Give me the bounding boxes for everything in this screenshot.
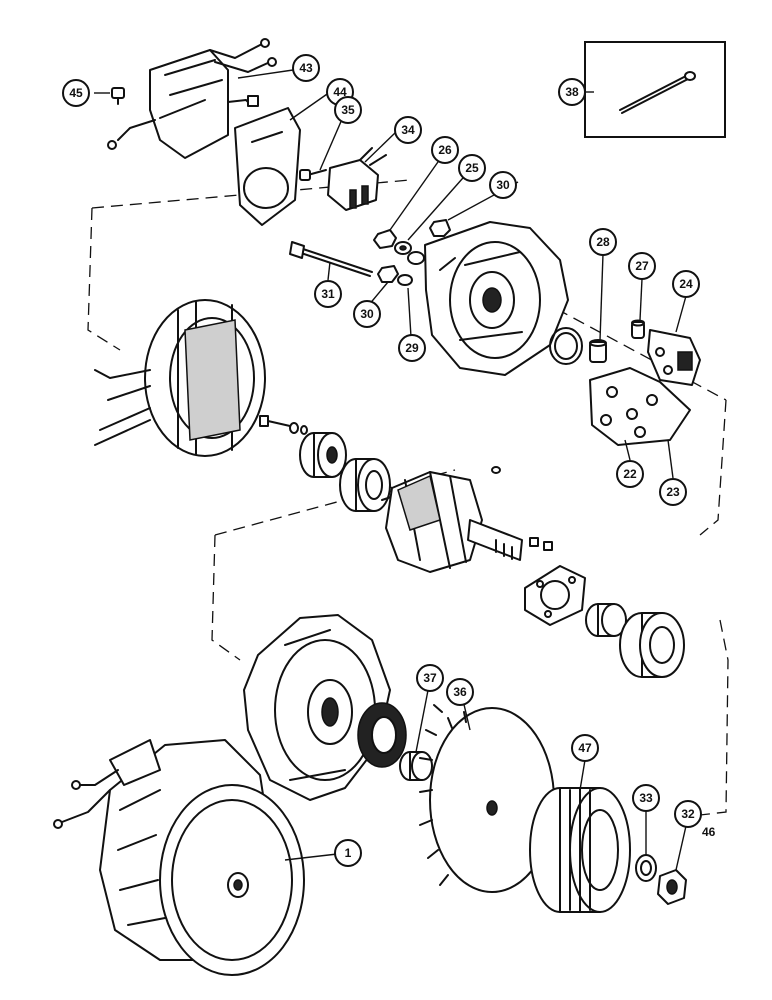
front-bearing-part — [619, 612, 685, 678]
callout-1: 1 — [334, 839, 362, 867]
svg-text:22: 22 — [623, 467, 637, 481]
inset-box — [584, 41, 726, 138]
stator-part — [94, 299, 266, 457]
svg-text:33: 33 — [639, 791, 653, 805]
callout-34: 36 — [446, 678, 474, 706]
cotter-pin-part — [619, 71, 696, 114]
nut-26-part — [373, 229, 397, 249]
svg-text:47: 47 — [578, 741, 592, 755]
callout-37: 32 — [674, 800, 702, 828]
callout-28: 28 — [589, 228, 617, 256]
callout-29: 29 — [398, 334, 426, 362]
label-46: 46 — [702, 825, 716, 839]
callout-31: 31 — [314, 280, 342, 308]
callout-24: 24 — [672, 270, 700, 298]
rotor-part — [381, 466, 523, 573]
callout-33: 35 — [334, 96, 362, 124]
o-ring-part — [549, 327, 583, 365]
through-bolt-part — [289, 241, 373, 277]
rear-bearing-part — [339, 458, 391, 512]
bearing-retainer-plate-part — [524, 565, 586, 626]
alternator-assembly-part — [53, 739, 305, 976]
callout-26: 26 — [431, 136, 459, 164]
svg-text:1: 1 — [345, 846, 352, 860]
svg-text:32: 32 — [681, 807, 695, 821]
front-group-dashed-outline — [211, 469, 729, 816]
callout-22: 22 — [616, 460, 644, 488]
pulley-part — [529, 787, 631, 913]
callout-27: 27 — [628, 252, 656, 280]
rotor-bolt-part — [259, 415, 308, 435]
callout-43: 43 — [292, 54, 320, 82]
svg-text:45: 45 — [69, 86, 83, 100]
callout-36: 33 — [632, 784, 660, 812]
screw-45-part — [111, 87, 125, 105]
svg-text:43: 43 — [299, 61, 313, 75]
brush-holder-part — [327, 147, 387, 211]
callout-38: 38 — [558, 78, 586, 106]
callout-35: 37 — [416, 664, 444, 692]
svg-text:38: 38 — [565, 85, 579, 99]
nut-30b-part — [377, 265, 399, 283]
washer-36-part — [635, 854, 657, 882]
slip-ring-end-frame-part — [424, 221, 569, 376]
front-spacer-part — [585, 603, 627, 637]
pulley-nut-part — [657, 869, 687, 905]
svg-text:24: 24 — [679, 277, 693, 291]
gasket-part — [234, 107, 301, 226]
svg-text:36: 36 — [453, 685, 467, 699]
svg-text:31: 31 — [321, 287, 335, 301]
svg-text:25: 25 — [465, 161, 479, 175]
svg-text:34: 34 — [401, 123, 415, 137]
bushing-27-part — [631, 319, 645, 339]
callout-32: 34 — [394, 116, 422, 144]
seal-part — [357, 702, 407, 768]
svg-text:30: 30 — [360, 307, 374, 321]
svg-text:29: 29 — [405, 341, 419, 355]
svg-text:35: 35 — [341, 103, 355, 117]
retainer-screws-part — [529, 537, 553, 551]
spacer-part — [299, 432, 347, 478]
svg-text:28: 28 — [596, 235, 610, 249]
callout-45: 45 — [62, 79, 90, 107]
svg-text:44: 44 — [333, 85, 347, 99]
heat-sink-24-part — [647, 329, 701, 386]
drive-end-frame-part — [243, 614, 391, 801]
spacer-35-part — [399, 751, 433, 781]
callout-47: 47 — [571, 734, 599, 762]
svg-text:26: 26 — [438, 143, 452, 157]
callout-30-bottom: 30 — [353, 300, 381, 328]
svg-text:23: 23 — [666, 485, 680, 499]
washer-29-part — [397, 274, 413, 286]
washer-25-part — [394, 241, 412, 255]
svg-text:30: 30 — [496, 178, 510, 192]
callout-25: 25 — [458, 154, 486, 182]
rectifier-plate-part — [589, 367, 691, 446]
bushing-28-part — [589, 339, 607, 363]
regulator-housing-part — [107, 38, 277, 159]
svg-text:27: 27 — [635, 259, 649, 273]
callout-23: 23 — [659, 478, 687, 506]
nut-30a-part — [429, 219, 451, 237]
callout-30-top: 30 — [489, 171, 517, 199]
washer-small-part — [407, 251, 425, 265]
svg-text:37: 37 — [423, 671, 437, 685]
screw-33-part — [299, 169, 327, 181]
